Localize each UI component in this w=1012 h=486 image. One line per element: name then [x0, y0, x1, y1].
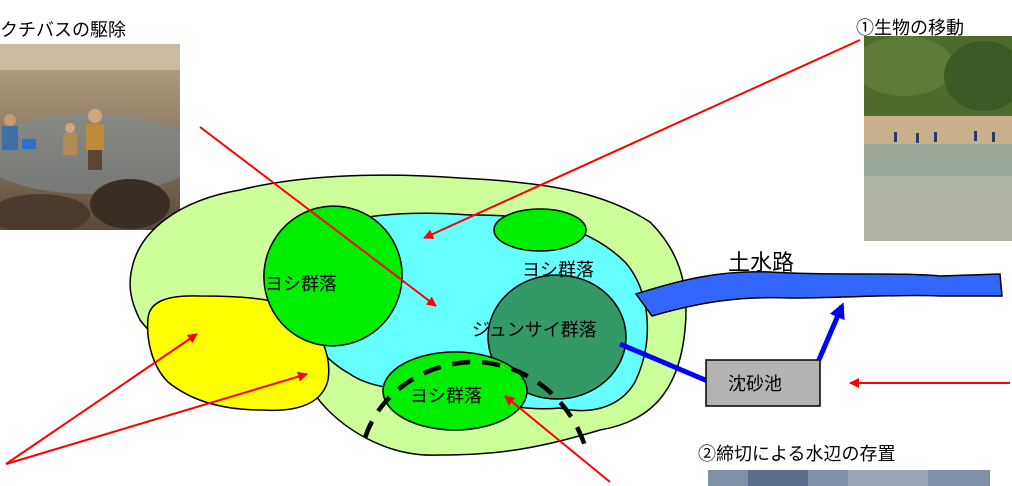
label-settling-pond: 沈砂池: [728, 374, 782, 395]
label-yoshi-left: ヨシ群落: [265, 274, 337, 295]
reed-community-top-right: [494, 209, 586, 251]
label-earth-channel: 土水路: [728, 251, 794, 276]
label-junsai: ジュンサイ群落: [472, 320, 597, 341]
red-arrow-left-2: [6, 374, 307, 464]
channel-outflow-arrow: [818, 306, 842, 362]
earth-channel: [636, 272, 1002, 316]
red-arrow-top-right: [424, 40, 860, 238]
label-yoshi-top-right: ヨシ群落: [522, 260, 594, 281]
red-arrow-left-1: [6, 334, 197, 464]
label-yoshi-bottom: ヨシ群落: [410, 386, 482, 407]
